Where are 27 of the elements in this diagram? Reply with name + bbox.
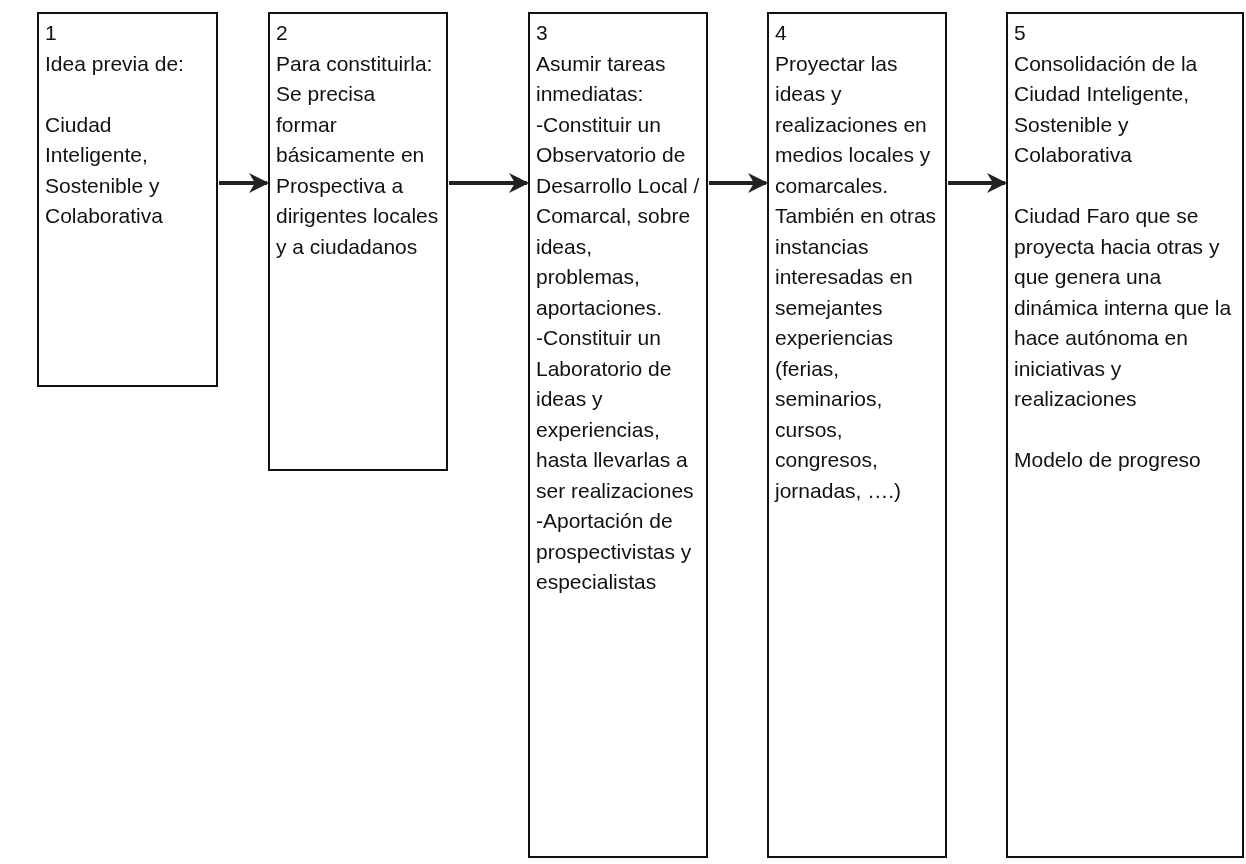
step-box	[37, 12, 218, 387]
step-text: -Constituir un Laboratorio de ideas y experiencias, hasta llevarlas a ser realizaciones	[536, 325, 695, 504]
step-box	[1006, 12, 1244, 858]
step-box	[767, 12, 947, 858]
step-text: Modelo de progreso	[1014, 447, 1202, 473]
step-number: 2	[276, 20, 289, 46]
step-text: -Aportación de prospectivistas y especialistas	[536, 508, 693, 595]
step-text: Para constituirla:	[276, 50, 434, 77]
arrow	[449, 173, 529, 193]
arrow	[219, 173, 269, 193]
step-text: -Constituir un Observatorio de Desarrollo Local / Comarcal, sobre ideas, problemas, aportaciones.	[536, 111, 700, 321]
step-text: Se precisa formar básicamente en Prospectiva a dirigentes locales y a ciudadanos	[276, 81, 440, 260]
step-box	[528, 12, 708, 858]
step-number: 1	[45, 20, 58, 46]
step-text: Ciudad Faro que se proyecta hacia otras y que genera una dinámica interna que la hace autónoma en iniciativas y realizaciones	[1014, 203, 1233, 412]
step-text: Asumir tareas inmediatas:	[536, 50, 667, 107]
step-number: 3	[536, 20, 549, 46]
step-text: Proyectar las ideas y realizaciones en medios locales y comarcales.	[775, 50, 932, 199]
step-number: 5	[1014, 20, 1027, 46]
step-text: Consolidación de la Ciudad Inteligente, Sostenible y Colaborativa	[1014, 50, 1199, 168]
step-text: Idea previa de:	[45, 50, 185, 77]
step-text: También en otras instancias interesadas en semejantes experiencias (ferias, seminarios, cursos, congresos, jornadas, ….)	[775, 203, 938, 504]
arrow	[709, 173, 768, 193]
step-text: Ciudad Inteligente, Sostenible y Colaborativa	[45, 111, 164, 229]
step-box	[268, 12, 448, 471]
step-number: 4	[775, 20, 788, 46]
arrow	[948, 173, 1007, 193]
